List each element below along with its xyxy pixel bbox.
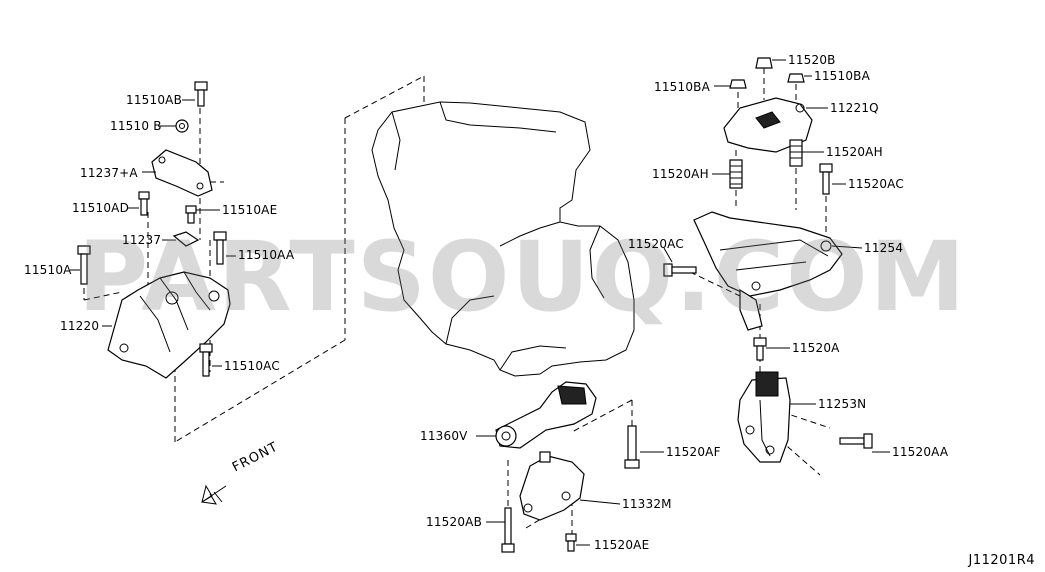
part-label-11520B[interactable]: 11520B [788, 53, 836, 67]
part-label-11510AD[interactable]: 11510AD [72, 201, 130, 215]
part-label-11510AB[interactable]: 11510AB [126, 93, 183, 107]
part-label-11520AH-right[interactable]: 11520AH [826, 145, 883, 159]
part-label-11221Q[interactable]: 11221Q [830, 101, 879, 115]
part-label-11510BA-right[interactable]: 11510BA [814, 69, 871, 83]
part-label-11254[interactable]: 11254 [864, 241, 904, 255]
drawing-code: J11201R4 [968, 553, 1035, 568]
part-label-11520AC-right[interactable]: 11520AC [848, 177, 904, 191]
part-label-11332M[interactable]: 11332M [622, 497, 672, 511]
right-mount-assembly [663, 57, 873, 463]
engine-block [371, 101, 635, 377]
part-label-11237[interactable]: 11237 [122, 233, 162, 247]
part-label-11520AB[interactable]: 11520AB [426, 515, 483, 529]
label-leaders [70, 59, 890, 546]
part-label-11237A[interactable]: 11237+A [80, 166, 138, 180]
part-label-11520AC-left[interactable]: 11520AC [628, 237, 684, 251]
part-label-11520A[interactable]: 11520A [792, 341, 840, 355]
lower-mount-assembly [495, 381, 640, 553]
part-label-11510AC[interactable]: 11510AC [224, 359, 280, 373]
part-label-11510AE[interactable]: 11510AE [222, 203, 278, 217]
part-label-11510A[interactable]: 11510A [24, 263, 72, 277]
left-mount-assembly [77, 81, 231, 379]
part-label-11520AH-left[interactable]: 11520AH [652, 167, 709, 181]
part-label-11520AA[interactable]: 11520AA [892, 445, 949, 459]
part-label-11220[interactable]: 11220 [60, 319, 100, 333]
part-label-11520AE[interactable]: 11520AE [594, 538, 650, 552]
part-label-11360V[interactable]: 11360V [420, 429, 468, 443]
part-label-11510B[interactable]: 11510 B [110, 119, 162, 133]
part-label-11253N[interactable]: 11253N [818, 397, 867, 411]
part-label-11510AA[interactable]: 11510AA [238, 248, 295, 262]
front-arrow-icon [201, 484, 227, 505]
part-label-11510BA-left[interactable]: 11510BA [654, 80, 711, 94]
part-label-11520AF[interactable]: 11520AF [666, 445, 721, 459]
